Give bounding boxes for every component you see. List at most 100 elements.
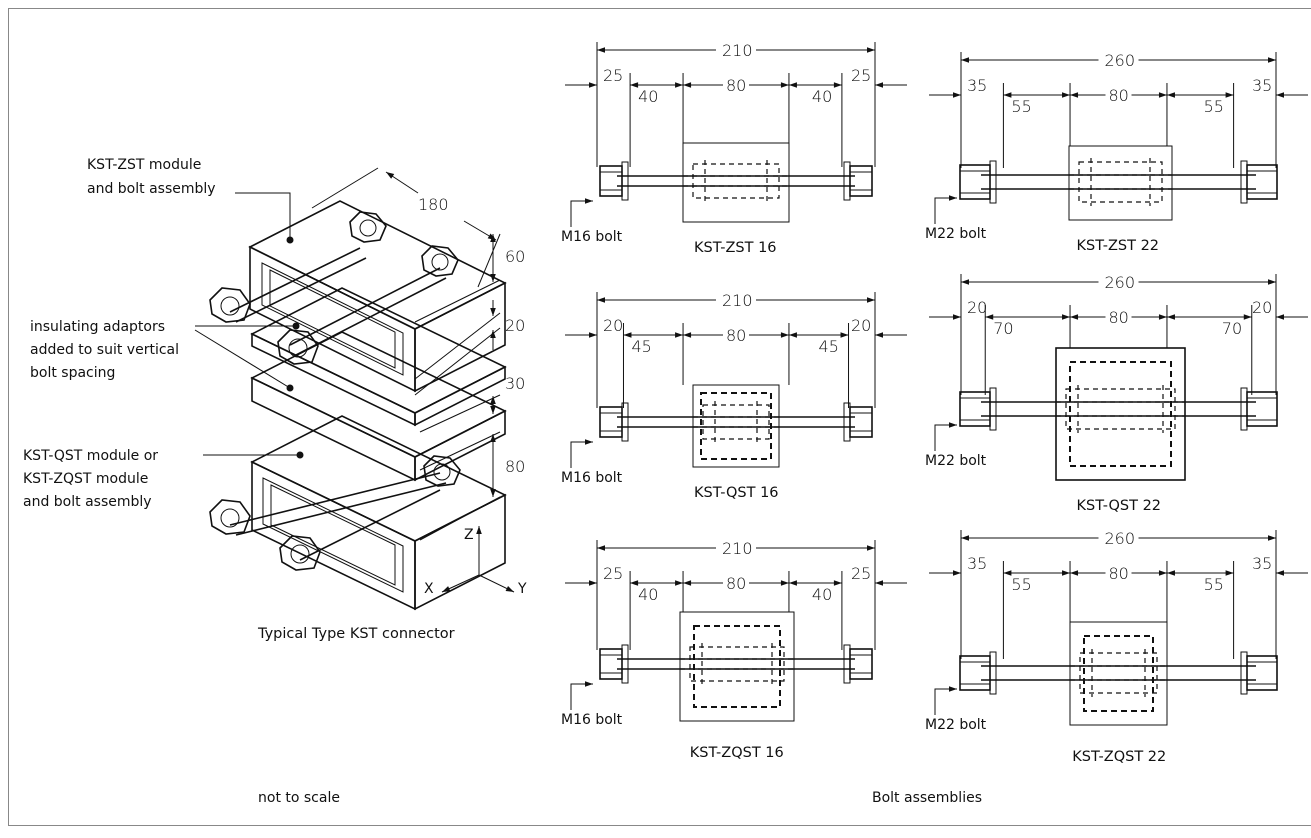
dim-segment: 35: [1252, 554, 1272, 573]
bolt-nut: [850, 166, 872, 196]
bolt-size-label: M22 bolt: [925, 717, 987, 733]
hidden-insulation: [1070, 362, 1171, 466]
bolt-size-label: M16 bolt: [561, 229, 623, 245]
callout-top-line1: KST-ZST module: [87, 157, 201, 173]
dim-segment: 70: [993, 319, 1013, 338]
assembly-title: KST-QST 16: [694, 485, 779, 501]
bolt-nut: [850, 649, 872, 679]
assemblies-caption: Bolt assemblies: [872, 790, 982, 806]
dim-segment: 80: [1109, 564, 1129, 583]
dim-segment: 80: [726, 326, 746, 345]
bolt-nut: [1247, 392, 1277, 426]
scale-note: not to scale: [258, 790, 340, 806]
callout-bottom-line1: KST-QST module or: [23, 448, 158, 464]
module-outline: [693, 385, 779, 467]
hidden-insulation: [1084, 636, 1153, 711]
callout-bottom-line3: and bolt assembly: [23, 494, 152, 510]
axis-triad: [442, 526, 514, 592]
module-outline: [1056, 348, 1185, 480]
assembly-title: KST-ZQST 22: [1072, 749, 1166, 765]
callout-adaptors-line1: insulating adaptors: [30, 319, 165, 335]
axis-z-label: Z: [464, 527, 474, 543]
dim-segment: 20: [851, 316, 871, 335]
dim-segment: 70: [1222, 319, 1242, 338]
dim-segment: 80: [726, 574, 746, 593]
bolt-size-label: M22 bolt: [925, 226, 987, 242]
bolt-nut: [600, 649, 622, 679]
module-outline: [680, 612, 794, 721]
connector-caption: Typical Type KST connector: [257, 626, 455, 642]
assembly-title: KST-ZQST 16: [690, 745, 784, 761]
dim-segment: 80: [1109, 86, 1129, 105]
callout-bottom-line2: KST-ZQST module: [23, 471, 148, 487]
bolt-nut: [600, 166, 622, 196]
dim-segment: 20: [1252, 298, 1272, 317]
dim-total: 260: [1105, 51, 1136, 70]
axis-x-label: X: [424, 581, 434, 597]
dim-segment: 25: [603, 564, 623, 583]
hidden-sleeve: [1066, 389, 1175, 429]
dim-segment: 45: [819, 337, 839, 356]
bolt-nut: [1247, 656, 1277, 690]
dim-segment: 45: [631, 337, 651, 356]
nut-bottom-left-front: [210, 500, 250, 534]
hidden-sleeve: [703, 405, 769, 439]
dim-segment: 40: [812, 87, 832, 106]
adaptor-plate-thin: [252, 288, 505, 425]
callout-adaptors-line3: bolt spacing: [30, 365, 115, 381]
dim-total: 210: [722, 291, 753, 310]
dim-height-30: 30: [505, 374, 525, 393]
dim-segment: 35: [967, 76, 987, 95]
dim-segment: 25: [603, 66, 623, 85]
bolt-size-label: M16 bolt: [561, 470, 623, 486]
dim-segment: 40: [638, 585, 658, 604]
assembly-title: KST-ZST 22: [1077, 238, 1160, 254]
dim-total: 260: [1105, 273, 1136, 292]
dim-segment: 35: [967, 554, 987, 573]
axis-y-label: Y: [517, 581, 527, 597]
callout-adaptors-line2: added to suit vertical: [30, 342, 179, 358]
dim-segment: 55: [1011, 575, 1031, 594]
bolt-size-label: M22 bolt: [925, 453, 987, 469]
hidden-sleeve: [690, 647, 784, 681]
assembly-title: KST-QST 22: [1077, 498, 1162, 514]
hidden-sleeve: [693, 164, 779, 198]
dim-length: [312, 168, 500, 287]
bolt-nut: [960, 392, 990, 426]
nut-top-left-back: [350, 212, 386, 242]
callout-top-line2: and bolt assembly: [87, 181, 216, 197]
dim-segment: 40: [812, 585, 832, 604]
dim-total: 210: [722, 539, 753, 558]
dim-segment: 55: [1204, 97, 1224, 116]
bolt-nut: [1247, 165, 1277, 199]
dim-segment: 80: [726, 76, 746, 95]
module-outline: [683, 143, 789, 222]
dim-segment: 40: [638, 87, 658, 106]
dim-segment: 55: [1011, 97, 1031, 116]
dim-height-80: 80: [505, 457, 525, 476]
dim-height-60: 60: [505, 247, 525, 266]
dim-length-label: 180: [418, 195, 449, 214]
dim-segment: 35: [1252, 76, 1272, 95]
dim-segment: 20: [967, 298, 987, 317]
dim-segment: 20: [603, 316, 623, 335]
dim-height-20: 20: [505, 316, 525, 335]
dim-segment: 25: [851, 564, 871, 583]
dim-total: 260: [1105, 529, 1136, 548]
assembly-title: KST-ZST 16: [694, 240, 777, 256]
dim-heights: [415, 234, 500, 540]
dim-segment: 80: [1109, 308, 1129, 327]
bolt-size-label: M16 bolt: [561, 712, 623, 728]
bolt-nut: [960, 165, 990, 199]
bolt-nut: [600, 407, 622, 437]
hidden-insulation: [701, 393, 771, 459]
